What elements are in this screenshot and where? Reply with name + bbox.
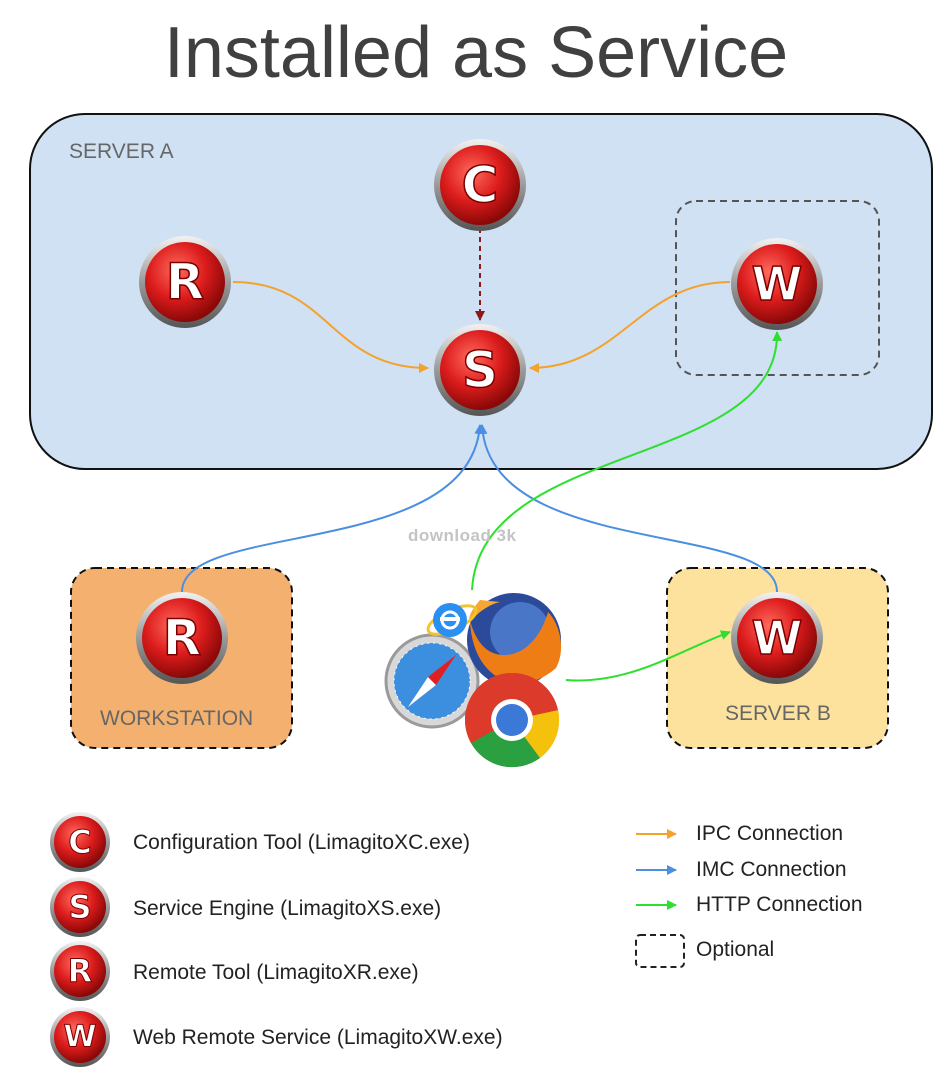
- legend-web-letter: W: [63, 1020, 96, 1055]
- remote-tool-icon-server-a: R: [139, 236, 231, 328]
- web-remote-letter: W: [752, 257, 803, 311]
- legend-http-label: HTTP Connection: [696, 893, 863, 916]
- service-engine-icon: S: [434, 324, 526, 416]
- config-tool-letter: C: [462, 156, 499, 214]
- internet-explorer-icon: [426, 603, 478, 637]
- legend-service-icon: S: [50, 877, 110, 937]
- remote-tool-letter: R: [163, 609, 202, 667]
- legend-remote-label: Remote Tool (LimagitoXR.exe): [133, 961, 419, 984]
- config-tool-icon: C: [434, 139, 526, 231]
- web-remote-icon-server-b: W: [731, 592, 823, 684]
- firefox-icon: [467, 593, 562, 687]
- service-engine-letter: S: [462, 341, 498, 399]
- watermark-logo: download 3k: [408, 526, 517, 545]
- legend-config-letter: C: [68, 823, 91, 861]
- server-b-label: SERVER B: [725, 702, 831, 725]
- legend-web-label: Web Remote Service (LimagitoXW.exe): [133, 1026, 503, 1049]
- legend-optional-box: [635, 934, 685, 968]
- remote-tool-letter: R: [166, 253, 205, 311]
- safari-icon: [384, 633, 480, 729]
- legend-config-label: Configuration Tool (LimagitoXC.exe): [133, 831, 470, 854]
- chrome-icon: [464, 672, 560, 768]
- diagram-title: Installed as Service: [163, 13, 789, 93]
- legend-optional-label: Optional: [696, 938, 775, 961]
- web-remote-letter: W: [752, 611, 803, 665]
- legend-remote-letter: R: [68, 952, 93, 990]
- legend-remote-icon: R: [50, 941, 110, 1001]
- browsers-group: [384, 593, 562, 768]
- http-browser-to-serverb-arrow: [565, 630, 731, 682]
- imc-serverb-to-s-arrow: [477, 424, 778, 593]
- ipc-w-to-s-arrow: [529, 281, 731, 373]
- ipc-r-to-s-arrow: [232, 281, 429, 373]
- web-remote-icon-server-a: W: [731, 238, 823, 330]
- server-a-label: SERVER A: [69, 140, 174, 163]
- legend-ipc-label: IPC Connection: [696, 822, 844, 845]
- imc-workstation-to-s-arrow: [181, 424, 485, 593]
- legend-service-letter: S: [68, 888, 91, 926]
- legend-config-icon: C: [50, 812, 110, 872]
- legend-service-label: Service Engine (LimagitoXS.exe): [133, 897, 442, 920]
- workstation-label: WORKSTATION: [100, 707, 254, 730]
- remote-tool-icon-workstation: R: [136, 592, 228, 684]
- http-browser-to-w-arrow: [471, 331, 783, 591]
- legend-imc-label: IMC Connection: [696, 858, 847, 881]
- legend-web-icon: W: [50, 1007, 110, 1067]
